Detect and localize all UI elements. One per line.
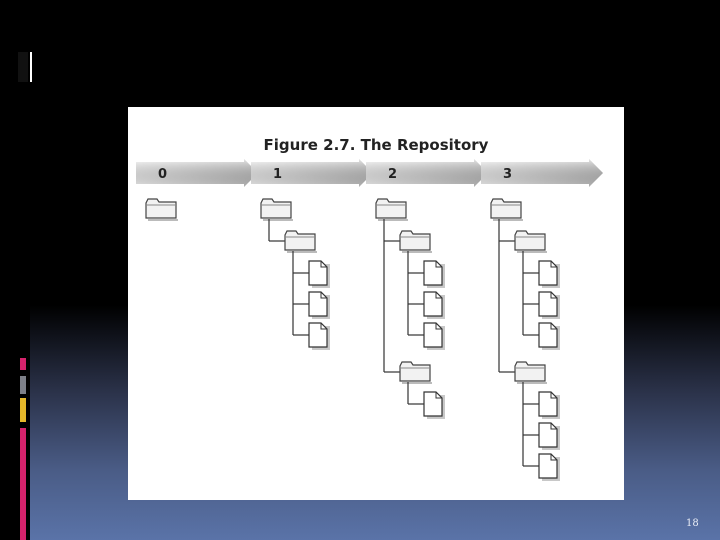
file-icon	[423, 391, 445, 419]
file-icon	[538, 391, 560, 419]
repository-figure: Figure 2.7. The Repository 0 1 2 3	[128, 107, 624, 500]
file-icon	[308, 322, 330, 350]
subfolder-icon	[514, 230, 547, 253]
revision-label: 1	[273, 167, 282, 182]
root-folder-icon	[490, 198, 523, 221]
revision-label: 0	[158, 167, 167, 182]
root-folder-icon	[260, 198, 293, 221]
revision-label: 2	[388, 167, 397, 182]
accent-bar-yellow	[20, 398, 26, 422]
page-number: 18	[686, 518, 699, 529]
revision-arrow-shade	[366, 159, 488, 187]
file-icon	[538, 453, 560, 481]
figure-title: Figure 2.7. The Repository	[263, 136, 489, 154]
file-icon	[423, 291, 445, 319]
file-icon	[538, 260, 560, 288]
revision-label: 3	[503, 167, 512, 182]
subfolder-icon	[284, 230, 317, 253]
repository-diagram: 0 1 2 3	[136, 159, 603, 481]
file-icon	[308, 260, 330, 288]
file-icon	[538, 291, 560, 319]
accent-bar-pink	[20, 358, 26, 370]
slide-marker-bar	[18, 52, 30, 82]
subfolder-icon	[399, 230, 432, 253]
revision-arrow-shade	[136, 159, 258, 187]
file-icon	[423, 322, 445, 350]
accent-bar-pink-long	[20, 428, 26, 540]
subfolder-icon	[399, 361, 432, 384]
root-folder-icon	[375, 198, 408, 221]
revision-arrow-shade	[251, 159, 373, 187]
root-folder-icon	[145, 198, 178, 221]
slide-marker-line	[30, 52, 32, 82]
file-icon	[423, 260, 445, 288]
file-icon	[538, 422, 560, 450]
file-icon	[538, 322, 560, 350]
revision-arrow-shade	[481, 159, 603, 187]
subfolder-icon	[514, 361, 547, 384]
accent-bar-gray	[20, 376, 26, 394]
file-icon	[308, 291, 330, 319]
